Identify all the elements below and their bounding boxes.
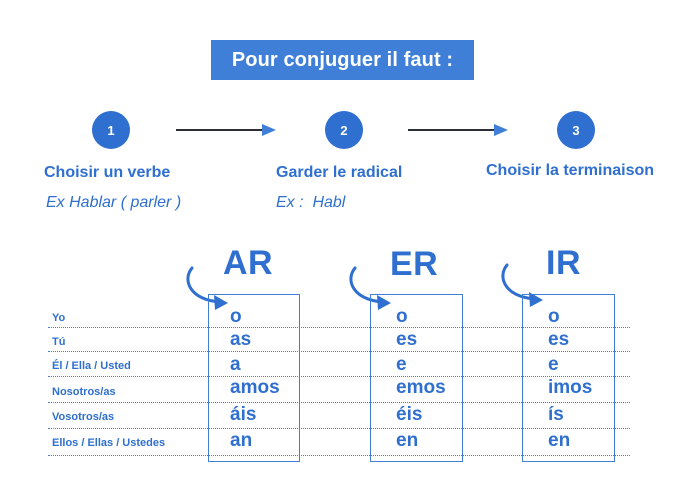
er-ending-ellos: en (396, 430, 419, 451)
page-title: Pour conjuguer il faut : (211, 40, 474, 80)
row-divider (48, 428, 630, 429)
er-ending-yo: o (396, 306, 408, 327)
verb-group-er: ER (390, 245, 439, 283)
pronoun-nosotros: Nosotros/as (52, 386, 116, 398)
ir-ending-yo: o (548, 306, 560, 327)
ar-ending-nosotros: amos (230, 377, 280, 398)
verb-group-ir: IR (546, 244, 581, 282)
step-1-title: Choisir un verbe (44, 164, 171, 181)
curved-arrow-icon (349, 266, 391, 310)
ir-ending-el: e (548, 354, 559, 375)
step-3-badge: 3 (557, 111, 595, 149)
ar-endings-box (208, 294, 300, 462)
step-2-example: Ex : Habl (276, 194, 346, 211)
row-divider (48, 402, 630, 403)
ir-endings-box (522, 294, 615, 462)
pronoun-vosotros: Vosotros/as (52, 411, 115, 423)
step-3-title: Choisir la terminaison (486, 162, 655, 179)
pronoun-tu: Tú (52, 336, 66, 348)
step-2-badge: 2 (325, 111, 363, 149)
row-divider (48, 351, 630, 352)
ar-ending-yo: o (230, 306, 242, 327)
ir-ending-ellos: en (548, 430, 571, 451)
ir-ending-vosotros: ís (548, 404, 564, 425)
er-ending-tu: es (396, 329, 418, 350)
row-divider (48, 376, 630, 377)
row-divider (48, 327, 630, 328)
ar-ending-ellos: an (230, 430, 253, 451)
step-1-badge: 1 (92, 111, 130, 149)
arrow-right-icon (176, 124, 276, 136)
er-endings-box (370, 294, 463, 462)
er-ending-el: e (396, 354, 407, 375)
curved-arrow-icon (501, 263, 543, 307)
step-2-title: Garder le radical (276, 164, 403, 181)
pronoun-el-ella-usted: Él / Ella / Usted (52, 360, 131, 372)
row-divider (48, 455, 630, 456)
ar-ending-el: a (230, 354, 241, 375)
pronoun-yo: Yo (52, 312, 66, 324)
ir-ending-tu: es (548, 329, 570, 350)
ir-ending-nosotros: imos (548, 377, 593, 398)
pronoun-ellos-ellas-ustedes: Ellos / Ellas / Ustedes (52, 437, 166, 449)
ar-ending-vosotros: áis (230, 404, 257, 425)
ar-ending-tu: as (230, 329, 252, 350)
er-ending-vosotros: éis (396, 404, 423, 425)
er-ending-nosotros: emos (396, 377, 446, 398)
curved-arrow-icon (186, 266, 228, 310)
verb-group-ar: AR (223, 244, 274, 282)
step-1-example: Ex Hablar ( parler ) (46, 194, 182, 211)
arrow-right-icon (408, 124, 508, 136)
